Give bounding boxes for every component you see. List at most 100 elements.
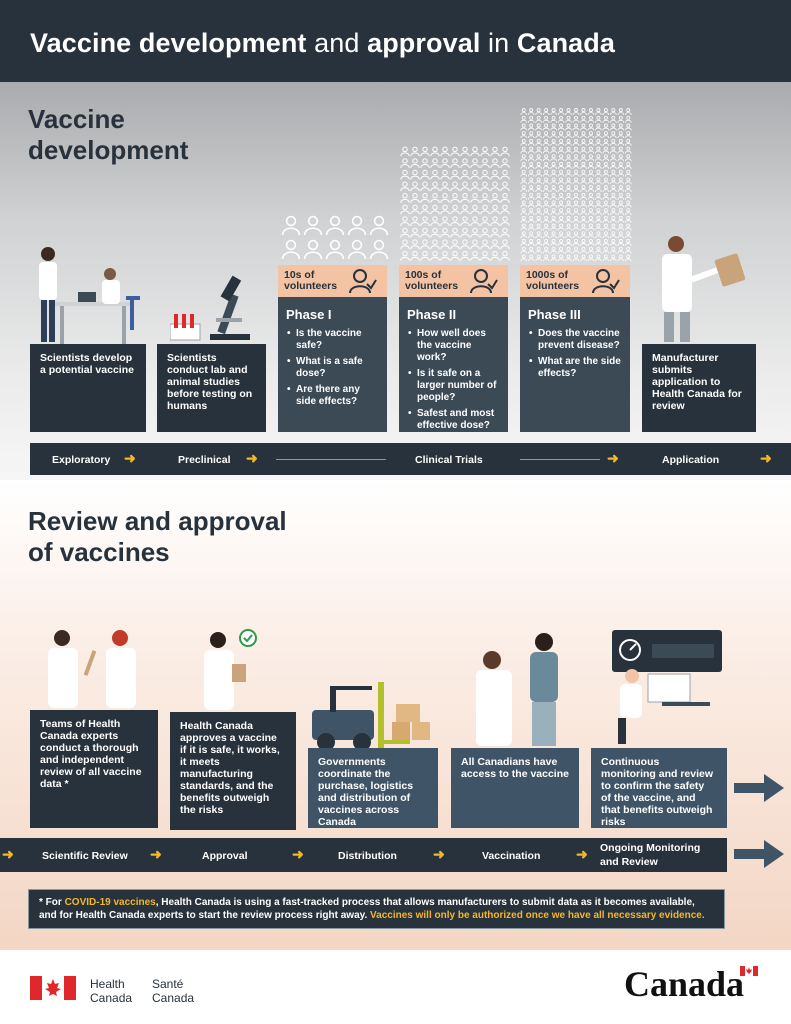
volunteer-icon <box>624 239 632 246</box>
volunteer-icon <box>565 254 572 262</box>
volunteer-icon <box>460 181 470 192</box>
volunteer-icon <box>580 254 587 262</box>
volunteer-icon <box>572 131 580 139</box>
volunteer-icon <box>580 131 587 139</box>
volunteer-icon <box>624 162 632 169</box>
volunteers-100s-icons <box>400 146 510 261</box>
microscope-illustration <box>170 275 250 341</box>
volunteer-icon <box>595 223 602 231</box>
volunteer-icon <box>490 239 500 250</box>
volunteer-icon <box>572 185 580 193</box>
volunteer-icon <box>527 123 535 131</box>
volunteer-icon <box>500 251 510 261</box>
volunteer-icon <box>595 246 602 254</box>
volunteer-icon <box>587 223 595 231</box>
volunteer-icon <box>527 200 535 208</box>
volunteer-icon <box>624 215 632 223</box>
volunteer-icon <box>535 246 543 254</box>
volunteer-icon <box>617 208 625 216</box>
volunteer-icon <box>527 169 535 177</box>
arrow-right-icon: ➜ <box>760 450 772 466</box>
volunteer-icon <box>565 162 572 169</box>
volunteer-icon <box>609 131 617 139</box>
volunteer-icon <box>542 239 550 246</box>
volunteer-icon <box>602 123 610 131</box>
phase-3-volunteers: 1000s of volunteers <box>520 265 630 297</box>
volunteer-icon <box>557 154 565 162</box>
volunteer-icon <box>480 227 490 238</box>
volunteer-icon <box>450 169 460 180</box>
volunteer-icon <box>440 204 450 215</box>
volunteer-icon <box>602 185 610 193</box>
volunteer-icon <box>535 200 543 208</box>
volunteer-icon <box>557 146 565 154</box>
volunteer-icon <box>557 254 565 262</box>
volunteer-icon <box>572 200 580 208</box>
arrow-right-icon <box>734 774 784 802</box>
volunteer-icon <box>572 208 580 216</box>
volunteer-icon <box>470 239 480 250</box>
volunteer-icon <box>535 115 543 123</box>
arrow-right-icon: ➜ <box>433 846 445 862</box>
volunteer-icon <box>535 239 543 246</box>
volunteer-icon <box>580 177 587 185</box>
development-title: Vaccine development <box>28 104 189 165</box>
volunteer-icon <box>565 108 572 116</box>
volunteer-icon <box>565 239 572 246</box>
volunteer-icon <box>595 231 602 239</box>
volunteer-icon <box>527 215 535 223</box>
volunteer-icon <box>602 215 610 223</box>
volunteer-icon <box>565 154 572 162</box>
volunteer-icon <box>535 146 543 154</box>
volunteer-icon <box>527 115 535 123</box>
volunteer-icon <box>609 185 617 193</box>
volunteer-icon <box>500 181 510 192</box>
volunteer-icon <box>500 204 510 215</box>
volunteer-icon <box>617 246 625 254</box>
volunteer-icon <box>470 204 480 215</box>
volunteer-icon <box>624 185 632 193</box>
volunteers-1000s-icons <box>520 108 632 262</box>
volunteer-icon <box>400 239 410 250</box>
volunteer-icon <box>535 108 543 116</box>
volunteer-icon <box>303 239 323 260</box>
phase-1-volunteers: 10s of volunteers <box>278 265 387 297</box>
volunteer-icon <box>410 227 420 238</box>
volunteer-icon <box>542 146 550 154</box>
volunteer-icon <box>602 115 610 123</box>
volunteer-icon <box>572 254 580 262</box>
volunteer-icon <box>527 192 535 200</box>
volunteer-icon <box>550 123 557 131</box>
volunteer-icon <box>609 215 617 223</box>
volunteer-icon <box>420 158 430 169</box>
volunteer-icon <box>550 246 557 254</box>
volunteer-icon <box>430 251 440 261</box>
volunteer-icon <box>460 227 470 238</box>
volunteer-icon <box>565 115 572 123</box>
volunteer-icon <box>400 193 410 203</box>
phase-2-title: Phase II <box>407 307 457 322</box>
volunteer-icon <box>542 246 550 254</box>
volunteer-icon <box>420 146 430 157</box>
volunteer-icon <box>550 185 557 193</box>
phase-2-question: Is it safe on a larger number of people? <box>399 366 508 406</box>
phase-3-question: What are the side effects? <box>520 354 630 382</box>
volunteer-icon <box>440 169 450 180</box>
volunteer-icon <box>565 138 572 146</box>
volunteer-icon <box>572 162 580 169</box>
volunteer-icon <box>565 177 572 185</box>
volunteer-icon <box>609 208 617 216</box>
volunteer-icon <box>480 216 490 227</box>
volunteer-icon <box>490 251 500 261</box>
health-canada-en: Health Canada <box>90 977 133 1005</box>
volunteer-icon <box>595 177 602 185</box>
volunteer-icon <box>617 177 625 185</box>
volunteer-icon <box>410 158 420 169</box>
volunteer-icon <box>430 227 440 238</box>
volunteer-icon <box>572 154 580 162</box>
volunteer-icon <box>535 223 543 231</box>
volunteer-icon <box>587 215 595 223</box>
volunteer-icon <box>617 254 625 262</box>
volunteer-icon <box>400 216 410 227</box>
volunteer-icon <box>470 251 480 261</box>
